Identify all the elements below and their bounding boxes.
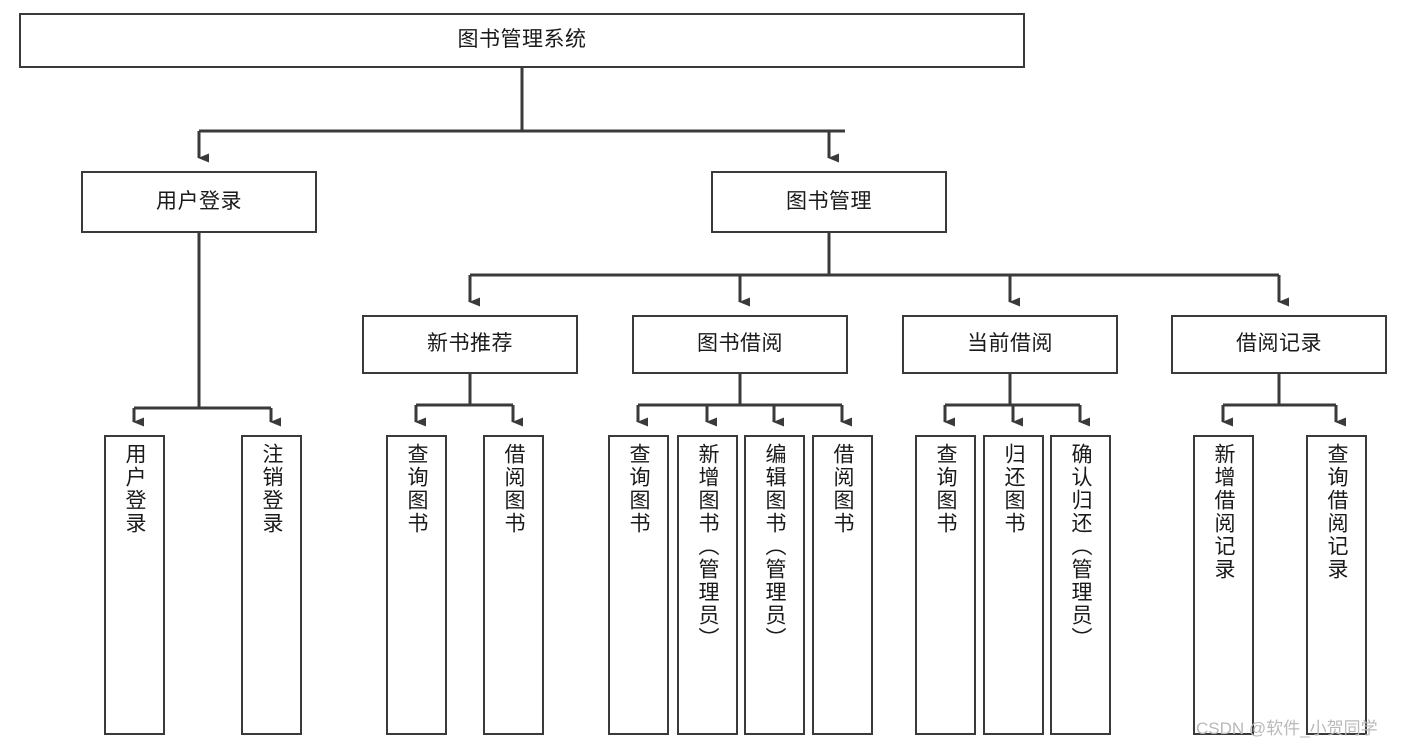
node-current-borrow-label: 当前借阅 <box>967 332 1053 356</box>
node-leaf-borrow-book-recommend[interactable]: 借阅图书 <box>483 435 544 735</box>
node-user-login-label: 用户登录 <box>156 189 242 213</box>
node-leaf-borrow-book[interactable]: 借阅图书 <box>812 435 873 735</box>
node-leaf-confirm-return-admin[interactable]: 确认归还（管理员） <box>1050 435 1111 735</box>
node-borrow-records[interactable]: 借阅记录 <box>1171 315 1387 374</box>
node-leaf-query-book-current[interactable]: 查询图书 <box>915 435 976 735</box>
node-leaf-query-book-borrow-label: 查询图书 <box>627 443 650 535</box>
node-leaf-query-borrow-record[interactable]: 查询借阅记录 <box>1306 435 1367 735</box>
node-leaf-confirm-return-admin-label: 确认归还（管理员） <box>1069 443 1092 650</box>
node-leaf-query-book-recommend-label: 查询图书 <box>405 443 428 535</box>
node-leaf-logout-label: 注销登录 <box>260 443 283 535</box>
node-root[interactable]: 图书管理系统 <box>19 13 1025 68</box>
node-leaf-return-book[interactable]: 归还图书 <box>983 435 1044 735</box>
node-leaf-return-book-label: 归还图书 <box>1002 443 1025 535</box>
node-leaf-add-book-admin-label: 新增图书（管理员） <box>696 443 719 650</box>
node-leaf-logout[interactable]: 注销登录 <box>241 435 302 735</box>
node-leaf-query-book-recommend[interactable]: 查询图书 <box>386 435 447 735</box>
node-user-login[interactable]: 用户登录 <box>81 171 317 233</box>
node-leaf-add-book-admin[interactable]: 新增图书（管理员） <box>677 435 738 735</box>
node-leaf-borrow-book-recommend-label: 借阅图书 <box>502 443 525 535</box>
node-leaf-query-book-current-label: 查询图书 <box>934 443 957 535</box>
node-book-borrow-label: 图书借阅 <box>697 332 783 356</box>
node-current-borrow[interactable]: 当前借阅 <box>902 315 1118 374</box>
node-borrow-records-label: 借阅记录 <box>1236 332 1322 356</box>
node-leaf-user-login-label: 用户登录 <box>123 443 146 535</box>
node-leaf-add-borrow-record-label: 新增借阅记录 <box>1212 443 1235 581</box>
node-leaf-borrow-book-label: 借阅图书 <box>831 443 854 535</box>
node-leaf-add-borrow-record[interactable]: 新增借阅记录 <box>1193 435 1254 735</box>
node-book-management[interactable]: 图书管理 <box>711 171 947 233</box>
node-leaf-query-borrow-record-label: 查询借阅记录 <box>1325 443 1348 581</box>
node-new-book-recommend[interactable]: 新书推荐 <box>362 315 578 374</box>
node-book-management-label: 图书管理 <box>786 189 872 213</box>
node-leaf-user-login[interactable]: 用户登录 <box>104 435 165 735</box>
node-leaf-edit-book-admin[interactable]: 编辑图书（管理员） <box>744 435 805 735</box>
node-book-borrow[interactable]: 图书借阅 <box>632 315 848 374</box>
node-leaf-edit-book-admin-label: 编辑图书（管理员） <box>763 443 786 650</box>
node-new-book-recommend-label: 新书推荐 <box>427 332 513 356</box>
node-root-label: 图书管理系统 <box>457 28 587 52</box>
node-leaf-query-book-borrow[interactable]: 查询图书 <box>608 435 669 735</box>
